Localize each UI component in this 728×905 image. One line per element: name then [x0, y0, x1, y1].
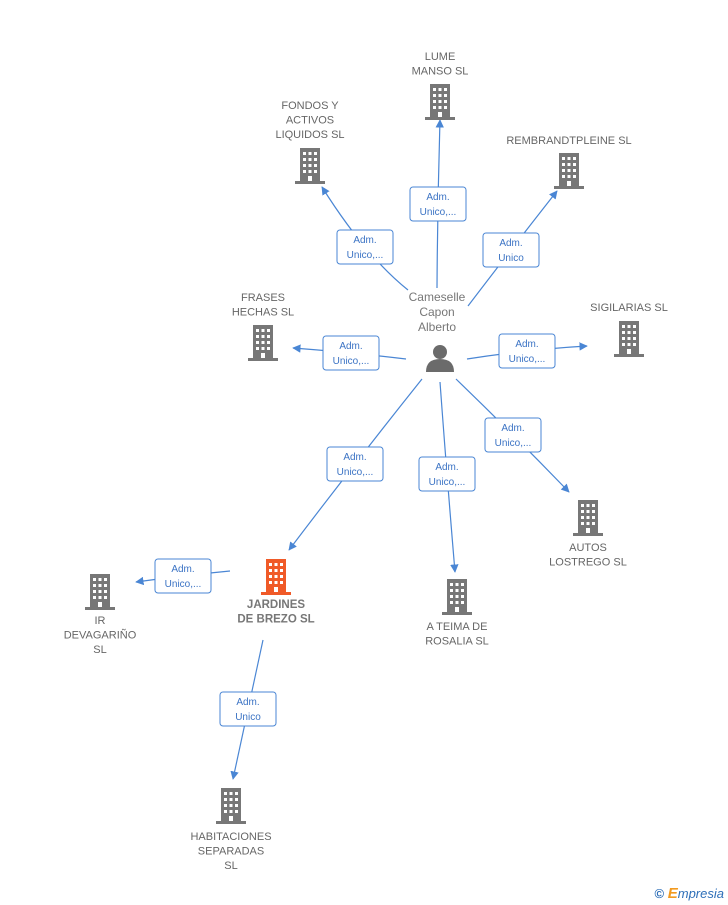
relation-label-text: Adm. — [339, 341, 362, 352]
company-name-line: REMBRANDTPLEINE SL — [506, 135, 631, 147]
company-name-line: AUTOS — [569, 542, 607, 554]
relation-label-text: Adm. — [501, 423, 524, 434]
building-icon — [261, 559, 291, 595]
relation-label-text: Adm. — [499, 238, 522, 249]
building-icon — [573, 500, 603, 536]
company-node-sigilarias[interactable]: SIGILARIAS SL — [590, 302, 668, 357]
relation-label-box[interactable] — [326, 446, 384, 482]
company-name-line: A TEIMA DE — [427, 621, 488, 633]
building-icon — [248, 325, 278, 361]
company-name-line: LUME — [425, 51, 456, 63]
company-node-rembrandt[interactable]: REMBRANDTPLEINE SL — [506, 135, 632, 189]
relation-label-text: Unico — [235, 712, 261, 723]
edge-person-fondos: Adm. Unico,... — [321, 186, 409, 291]
person-name-line: Alberto — [418, 320, 456, 334]
company-name-line: FONDOS Y — [281, 100, 339, 112]
relation-label-text: Unico,... — [165, 579, 202, 590]
company-name-line: HECHAS SL — [232, 307, 294, 319]
copyright-icon: © — [654, 886, 665, 901]
building-icon — [614, 321, 644, 357]
company-node-autos[interactable]: AUTOS LOSTREGO SL — [549, 500, 627, 569]
relation-label-box[interactable] — [482, 232, 540, 268]
relation-label-box[interactable] — [154, 558, 212, 594]
footer-brand: © Empresia — [655, 885, 724, 902]
relation-label-text: Adm. — [353, 235, 376, 246]
relation-label-text: Unico,... — [509, 354, 546, 365]
edge-person-sigilarias: Adm. Unico,... — [466, 333, 588, 369]
edge-person-teima: Adm. Unico,... — [418, 381, 476, 573]
company-node-ir[interactable]: IR DEVAGARIÑO SL — [64, 574, 137, 656]
relation-label-box[interactable] — [219, 691, 277, 727]
relation-label-text: Unico — [498, 253, 524, 264]
edge-person-frases: Adm. Unico,... — [292, 335, 407, 371]
company-node-habitaciones[interactable]: HABITACIONES SEPARADAS SL — [190, 788, 272, 872]
relation-label-text: Unico,... — [333, 356, 370, 367]
edge-person-rembrandt: Adm. Unico — [467, 190, 558, 307]
company-name-line: LOSTREGO SL — [549, 557, 627, 569]
company-node-jardines[interactable]: JARDINES DE BREZO SL — [237, 559, 315, 626]
building-icon — [442, 579, 472, 615]
edge-person-autos: Adm. Unico,... — [455, 378, 570, 493]
person-icon — [426, 345, 454, 372]
company-name-line: SL — [93, 644, 106, 656]
relation-label-text: Unico,... — [347, 250, 384, 261]
building-icon — [85, 574, 115, 610]
building-icon — [295, 148, 325, 184]
company-name-line: SEPARADAS — [198, 846, 264, 858]
company-name-line: DE BREZO SL — [237, 614, 314, 626]
brand-name: mpresia — [677, 886, 724, 901]
building-icon — [554, 153, 584, 189]
company-node-frases[interactable]: FRASES HECHAS SL — [232, 292, 294, 361]
edge-jardines-ir: Adm. Unico,... — [135, 558, 231, 594]
relation-label-text: Unico,... — [429, 477, 466, 488]
relation-label-box[interactable] — [322, 335, 380, 371]
company-name-line: ACTIVOS — [286, 115, 334, 127]
company-name-line: FRASES — [241, 292, 285, 304]
relation-label-text: Adm. — [236, 697, 259, 708]
company-name-line: DEVAGARIÑO — [64, 629, 137, 642]
relation-label-text: Unico,... — [337, 467, 374, 478]
company-name-line: SL — [224, 860, 237, 872]
company-name-line: HABITACIONES — [190, 831, 271, 843]
building-icon — [425, 84, 455, 120]
relation-label-box[interactable] — [484, 417, 542, 453]
edge-person-jardines: Adm. Unico,... — [288, 378, 423, 551]
relation-label-text: Adm. — [435, 462, 458, 473]
company-name-line: MANSO SL — [412, 66, 469, 78]
relation-label-box[interactable] — [418, 456, 476, 492]
company-name-line: LIQUIDOS SL — [275, 129, 344, 141]
edge-jardines-habitaciones: Adm. Unico — [219, 639, 277, 780]
relation-label-text: Unico,... — [420, 207, 457, 218]
company-name-line: JARDINES — [247, 599, 305, 611]
relation-label-box[interactable] — [409, 186, 467, 222]
relation-label-box[interactable] — [336, 229, 394, 265]
person-name-line: Capon — [419, 305, 454, 319]
company-node-lume[interactable]: LUME MANSO SL — [412, 51, 469, 120]
edge-person-lume: Adm. Unico,... — [409, 119, 467, 289]
building-icon — [216, 788, 246, 824]
relation-label-text: Adm. — [171, 564, 194, 575]
person-name-line: Cameselle — [409, 290, 466, 304]
relation-label-text: Adm. — [515, 339, 538, 350]
brand-initial: E — [667, 885, 678, 902]
company-node-teima[interactable]: A TEIMA DE ROSALIA SL — [425, 579, 489, 648]
relation-label-box[interactable] — [498, 333, 556, 369]
relation-label-text: Unico,... — [495, 438, 532, 449]
company-name-line: IR — [95, 615, 106, 627]
relation-label-text: Adm. — [426, 192, 449, 203]
company-name-line: ROSALIA SL — [425, 636, 489, 648]
company-node-fondos[interactable]: FONDOS Y ACTIVOS LIQUIDOS SL — [275, 100, 345, 184]
company-name-line: SIGILARIAS SL — [590, 302, 668, 314]
relation-label-text: Adm. — [343, 452, 366, 463]
